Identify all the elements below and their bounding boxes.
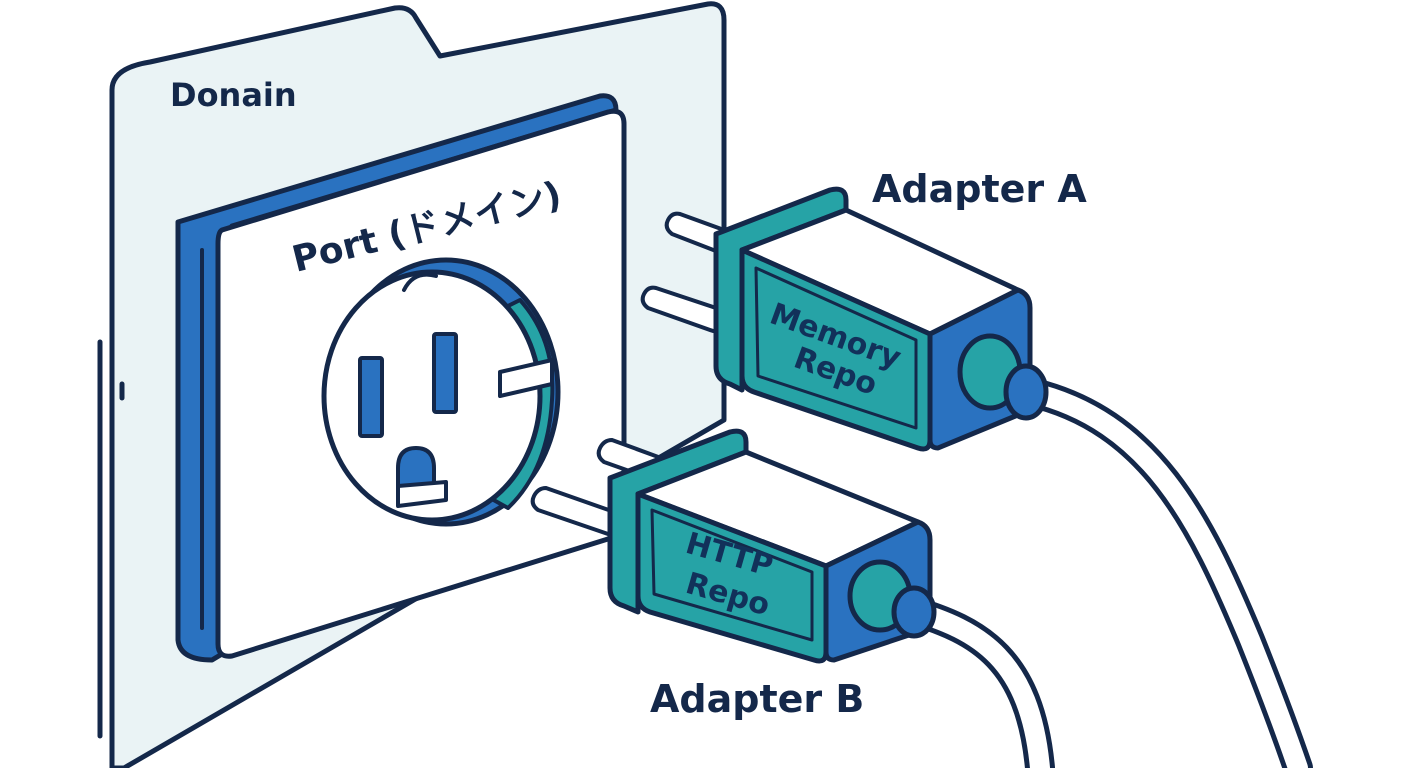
socket-slot-right <box>432 332 458 414</box>
adapter-b-plug: HTTP Repo <box>530 428 937 664</box>
port-socket-plate: Port (ドメイン) <box>175 93 627 663</box>
adapter-b-label: Adapter B <box>650 677 864 721</box>
socket-ground-hole <box>396 446 436 490</box>
cables <box>895 377 1313 768</box>
adapter-a-label: Adapter A <box>872 167 1087 211</box>
domain-label: Donain <box>170 76 297 114</box>
socket-slot-left <box>358 356 384 438</box>
adapter-a-plug: Memory Repo <box>640 186 1049 452</box>
socket-outlet <box>321 257 561 527</box>
